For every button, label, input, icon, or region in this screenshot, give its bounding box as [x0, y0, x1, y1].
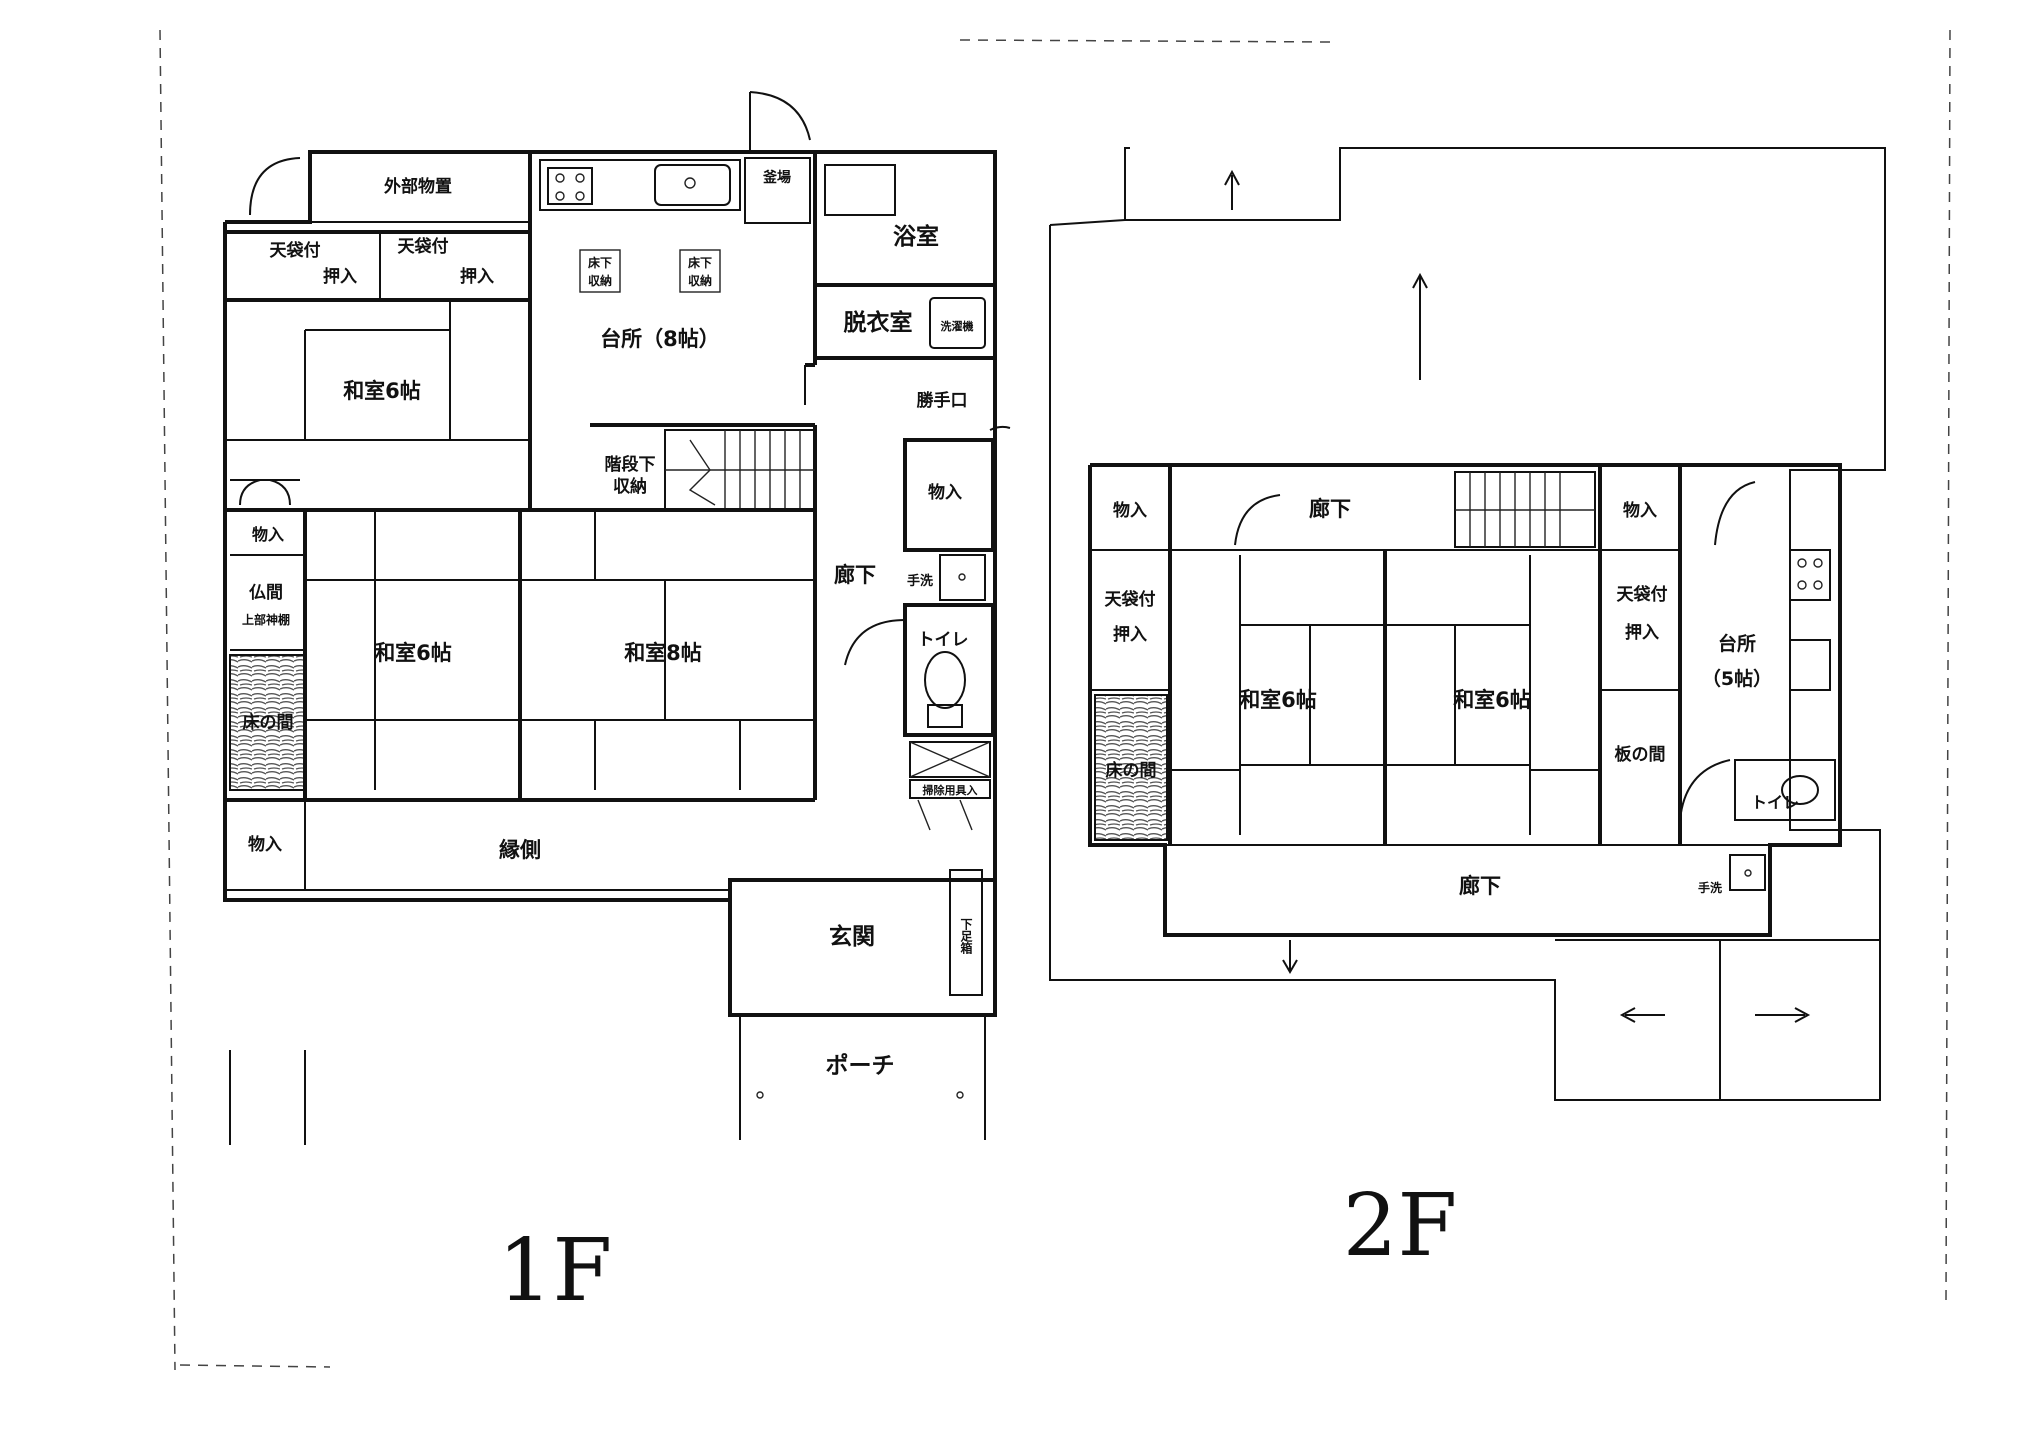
label-storage-ne: 物入: [1623, 500, 1657, 521]
label-underfloor-1a: 床下: [588, 255, 612, 270]
label-kitchen-2f-a: 台所: [1718, 632, 1756, 655]
label-tokonoma-2f: 床の間: [1106, 760, 1157, 781]
label-handwash-1f: 手洗: [907, 573, 933, 589]
label-tokonoma-1f: 床の間: [243, 712, 294, 733]
label-closet-b-top: 天袋付: [398, 236, 449, 257]
label-water-heater: 釜場: [762, 169, 791, 186]
label-closet-a-bottom: 押入: [323, 266, 357, 287]
label-under-stair-b: 収納: [613, 476, 647, 497]
label-dressing: 脱衣室: [844, 309, 913, 336]
label-butsuma-a: 仏間: [249, 583, 283, 603]
label-genkan: 玄関: [829, 923, 875, 950]
label-underfloor-1b: 収納: [588, 273, 612, 288]
label-storage-hall: 物入: [928, 482, 962, 503]
label-corridor-south: 廊下: [1459, 874, 1501, 898]
label-storage-west: 物入: [252, 525, 284, 544]
label-under-stair-a: 階段下: [605, 454, 656, 475]
label-closet-w-top: 天袋付: [1105, 589, 1156, 610]
label-closet-a-top: 天袋付: [270, 240, 321, 261]
label-handwash-2f: 手洗: [1698, 880, 1722, 895]
label-closet-w-bottom: 押入: [1113, 624, 1147, 645]
label-storage-sw: 物入: [248, 834, 282, 855]
label-butsuma-b: 上部神棚: [242, 612, 290, 627]
label-porch: ポーチ: [826, 1052, 895, 1079]
label-corridor-1f: 廊下: [834, 563, 876, 587]
label-bath: 浴室: [893, 223, 939, 250]
label-toilet-1f: トイレ: [918, 630, 969, 650]
label-back-door: 勝手口: [917, 390, 968, 411]
label-closet-b-bottom: 押入: [460, 266, 494, 287]
label-washitsu-8: 和室8帖: [624, 641, 702, 665]
label-storage-nw: 物入: [1113, 500, 1147, 521]
label-engawa: 縁側: [499, 838, 541, 862]
label-closet-e-bottom: 押入: [1625, 622, 1659, 643]
label-shoe-box: 下足箱: [959, 918, 973, 955]
label-washitsu-6-south: 和室6帖: [374, 641, 452, 665]
label-closet-e-top: 天袋付: [1617, 584, 1668, 605]
label-kitchen-1f: 台所（8帖）: [600, 327, 720, 351]
floor2-labels: 物入 廊下 物入 天袋付 押入 床の間 和室6帖 和室6帖 天袋付 押入 板の間…: [1105, 497, 1800, 1276]
label-linen-storage: 掃除用具入: [923, 783, 978, 797]
label-toilet-2f: トイレ: [1751, 793, 1799, 812]
scan-frame: [159, 29, 1951, 1371]
label-washitsu-6-b: 和室6帖: [1453, 688, 1531, 712]
floor1-title: 1F: [498, 1221, 612, 1321]
label-itanoma: 板の間: [1615, 744, 1666, 765]
floor2-plan: [1049, 147, 1886, 1101]
label-corridor-north: 廊下: [1309, 497, 1351, 521]
label-underfloor-2a: 床下: [688, 255, 712, 270]
floor1-plan: [223, 91, 1011, 1145]
label-washing-machine: 洗濯機: [941, 319, 974, 333]
label-kitchen-2f-b: （5帖）: [1702, 667, 1772, 690]
floor1-labels: 外部物置 天袋付 押入 天袋付 押入 和室6帖 床下 収納 床下 収納 台所（8…: [242, 169, 978, 1321]
label-washitsu-6-a: 和室6帖: [1239, 688, 1317, 712]
floor2-title: 2F: [1343, 1176, 1457, 1276]
label-washitsu-6-north: 和室6帖: [343, 379, 421, 403]
label-external-storage: 外部物置: [384, 176, 452, 197]
label-underfloor-2b: 収納: [688, 273, 712, 288]
